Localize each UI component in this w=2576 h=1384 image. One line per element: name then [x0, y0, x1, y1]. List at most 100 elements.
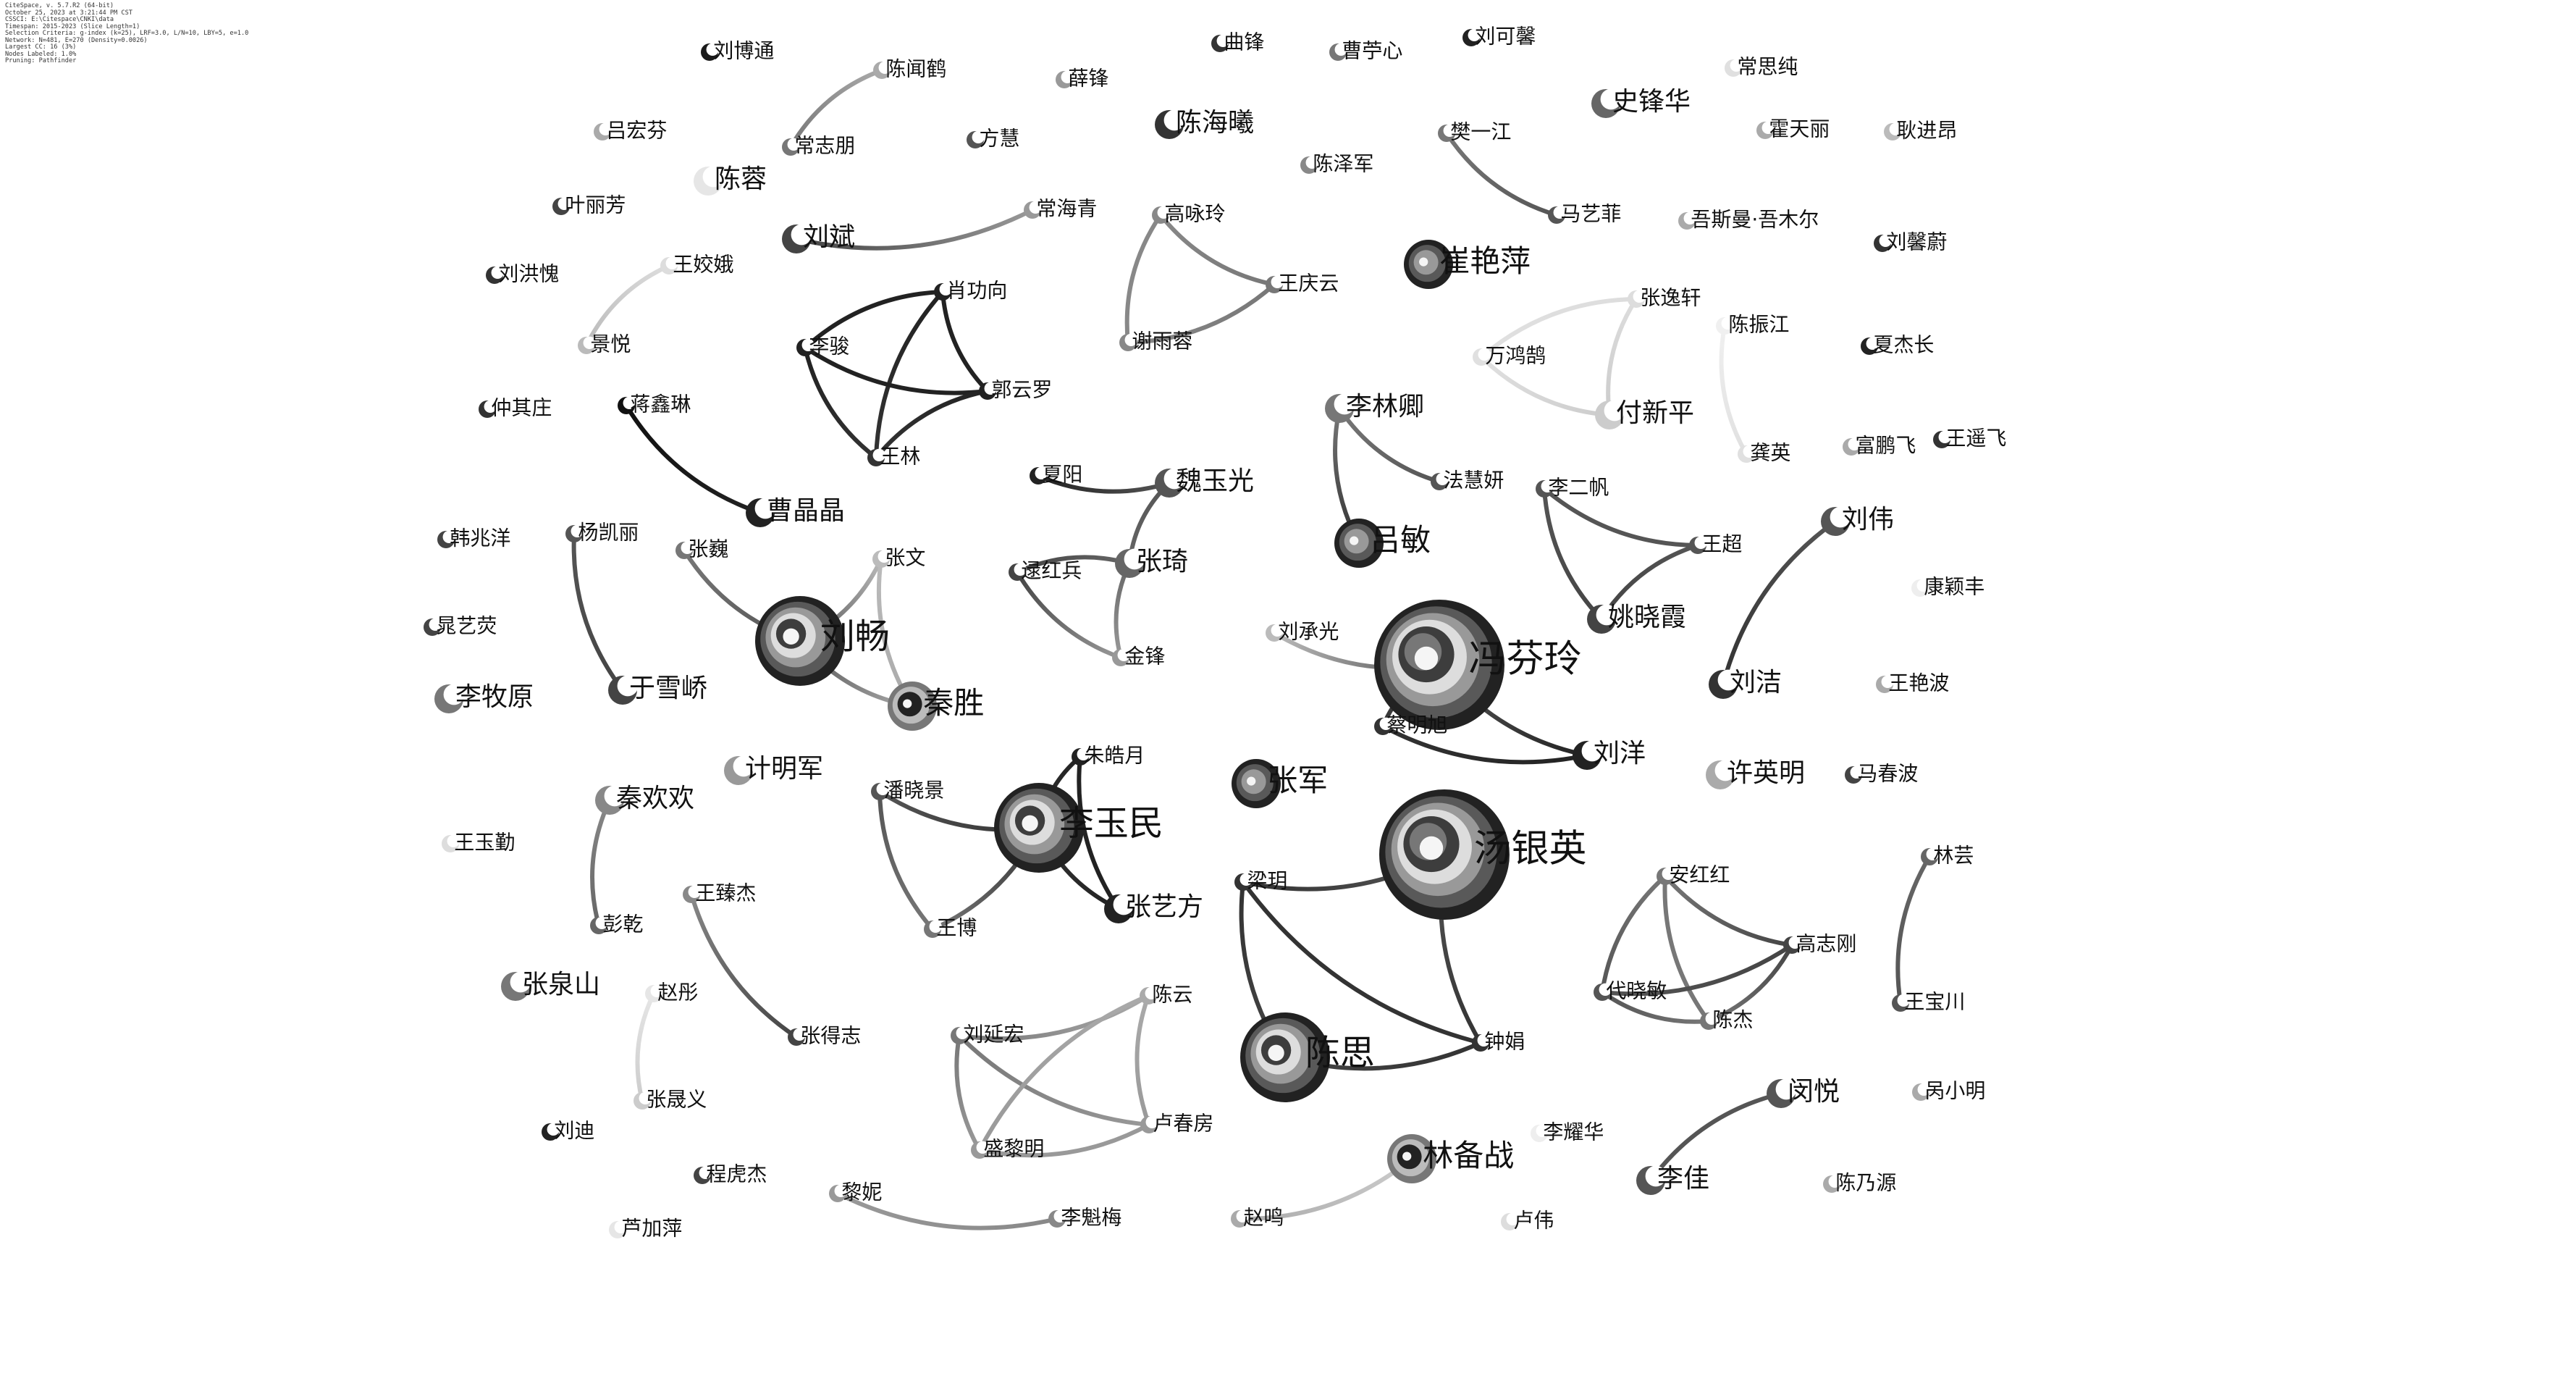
author-node[interactable]: 史锋华	[1591, 87, 1691, 118]
author-node[interactable]: 耿进昂	[1884, 118, 1957, 142]
author-node[interactable]: 王庆云	[1266, 271, 1339, 295]
author-node[interactable]: 曹晶晶	[746, 496, 845, 527]
author-node[interactable]: 王超	[1689, 532, 1742, 555]
author-node[interactable]: 李林卿	[1325, 392, 1424, 423]
author-node[interactable]: 代晓敏	[1594, 978, 1667, 1002]
author-node[interactable]: 逯红兵	[1009, 558, 1082, 582]
author-node[interactable]: 刘畅	[755, 596, 890, 686]
author-node[interactable]: 彭乾	[590, 912, 643, 936]
author-node[interactable]: 谢雨蓉	[1119, 329, 1192, 353]
author-node[interactable]: 吕敏	[1334, 519, 1431, 568]
author-node[interactable]: 张晟义	[634, 1087, 707, 1111]
author-node[interactable]: 李二帆	[1536, 475, 1609, 499]
author-node[interactable]: 王宝川	[1892, 989, 1965, 1013]
author-node[interactable]: 汤银英	[1379, 789, 1587, 920]
author-node[interactable]: 李骏	[796, 334, 849, 358]
author-node[interactable]: 陈海曦	[1155, 108, 1254, 139]
author-node[interactable]: 卢伟	[1501, 1208, 1554, 1232]
author-node[interactable]: 刘洁	[1709, 668, 1782, 699]
author-node[interactable]: 常海青	[1024, 196, 1097, 220]
author-node[interactable]: 崔艳萍	[1404, 240, 1531, 289]
author-node[interactable]: 王遥飞	[1933, 426, 2006, 450]
author-node[interactable]: 张琦	[1115, 547, 1188, 578]
author-node[interactable]: 马春波	[1845, 761, 1918, 785]
author-node[interactable]: 刘可馨	[1462, 24, 1536, 48]
author-node[interactable]: 秦欢欢	[595, 784, 694, 815]
author-node[interactable]: 叶丽芳	[552, 193, 626, 217]
author-node[interactable]: 刘延宏	[951, 1022, 1024, 1046]
author-node[interactable]: 马艺菲	[1548, 201, 1621, 225]
author-node[interactable]: 刘承光	[1266, 619, 1339, 643]
author-node[interactable]: 陈泽军	[1300, 151, 1373, 175]
author-node[interactable]: 林备战	[1387, 1134, 1514, 1183]
author-node[interactable]: 康颖丰	[1911, 574, 1984, 598]
author-node[interactable]: 闵悦	[1767, 1077, 1840, 1108]
author-node[interactable]: 曹苧心	[1329, 38, 1402, 62]
author-node[interactable]: 许英明	[1706, 758, 1805, 789]
author-node[interactable]: 刘馨蔚	[1874, 230, 1947, 253]
author-node[interactable]: 李玉民	[994, 783, 1163, 873]
author-node[interactable]: 付新平	[1595, 398, 1694, 429]
author-node[interactable]: 王博	[924, 915, 977, 939]
author-node[interactable]: 李佳	[1636, 1164, 1709, 1195]
author-node[interactable]: 高志刚	[1783, 931, 1856, 955]
author-node[interactable]: 呙小明	[1912, 1078, 1985, 1102]
author-node[interactable]: 林芸	[1921, 843, 1974, 867]
author-node[interactable]: 张艺方	[1104, 892, 1203, 923]
author-node[interactable]: 方慧	[967, 126, 1019, 150]
author-node[interactable]: 陈思	[1240, 1012, 1375, 1102]
author-node[interactable]: 计明军	[724, 754, 823, 785]
author-node[interactable]: 晁艺荧	[424, 613, 497, 637]
author-node[interactable]: 吾斯曼·吾木尔	[1678, 207, 1819, 231]
author-node[interactable]: 蒋鑫琳	[618, 392, 691, 416]
author-node[interactable]: 陈振江	[1716, 312, 1789, 336]
author-node[interactable]: 万鸿鹄	[1473, 343, 1546, 367]
author-node[interactable]: 王玉勤	[442, 830, 515, 854]
author-node[interactable]: 常志朋	[782, 133, 855, 157]
author-node[interactable]: 陈蓉	[694, 164, 767, 196]
author-node[interactable]: 仲其庄	[479, 395, 552, 419]
author-node[interactable]: 赵彤	[645, 980, 698, 1004]
author-node[interactable]: 龚英	[1738, 440, 1790, 464]
author-node[interactable]: 韩兆洋	[437, 526, 510, 550]
author-node[interactable]: 李魁梅	[1048, 1205, 1121, 1229]
author-node[interactable]: 霍天丽	[1756, 117, 1830, 141]
author-node[interactable]: 王姣娥	[660, 252, 733, 276]
author-node[interactable]: 樊一江	[1438, 119, 1511, 143]
author-node[interactable]: 梁玥	[1234, 868, 1287, 892]
author-node[interactable]: 陈杰	[1700, 1007, 1753, 1031]
author-node[interactable]: 刘迪	[542, 1118, 594, 1142]
author-node[interactable]: 魏玉光	[1155, 466, 1254, 498]
author-node[interactable]: 张巍	[675, 537, 728, 561]
author-node[interactable]: 富鹏飞	[1843, 433, 1916, 457]
author-node[interactable]: 刘伟	[1821, 505, 1894, 536]
author-node[interactable]: 姚晓霞	[1587, 603, 1686, 634]
author-node[interactable]: 金锋	[1112, 644, 1165, 668]
author-node[interactable]: 陈云	[1140, 982, 1192, 1006]
author-node[interactable]: 秦胜	[888, 681, 984, 731]
author-node[interactable]: 刘洋	[1573, 739, 1646, 770]
author-node[interactable]: 张得志	[788, 1023, 861, 1047]
author-node[interactable]: 刘博通	[701, 38, 774, 62]
author-node[interactable]: 赵鸣	[1231, 1205, 1284, 1229]
author-node[interactable]: 李耀华	[1531, 1120, 1604, 1144]
author-node[interactable]: 高咏玲	[1152, 201, 1225, 225]
author-node[interactable]: 常思纯	[1725, 54, 1798, 78]
author-node[interactable]: 芦加萍	[609, 1216, 682, 1240]
author-node[interactable]: 杨凯丽	[565, 520, 639, 544]
author-node[interactable]: 刘斌	[782, 222, 855, 253]
author-node[interactable]: 张文	[872, 545, 925, 569]
author-node[interactable]: 程虎杰	[694, 1162, 767, 1186]
author-node[interactable]: 王臻杰	[683, 881, 756, 905]
author-node[interactable]: 冯芬玲	[1374, 600, 1582, 730]
author-node[interactable]: 王艳波	[1876, 671, 1949, 695]
author-node[interactable]: 吕宏芬	[594, 118, 667, 142]
author-node[interactable]: 安红红	[1657, 863, 1730, 886]
author-node[interactable]: 王林	[867, 444, 920, 468]
author-node[interactable]: 张军	[1232, 759, 1328, 808]
author-node[interactable]: 夏阳	[1030, 462, 1082, 486]
author-node[interactable]: 钟娟	[1472, 1029, 1525, 1053]
author-node[interactable]: 薛锋	[1056, 66, 1108, 90]
author-node[interactable]: 蔡明旭	[1374, 713, 1447, 737]
author-node[interactable]: 于雪峤	[608, 674, 707, 705]
